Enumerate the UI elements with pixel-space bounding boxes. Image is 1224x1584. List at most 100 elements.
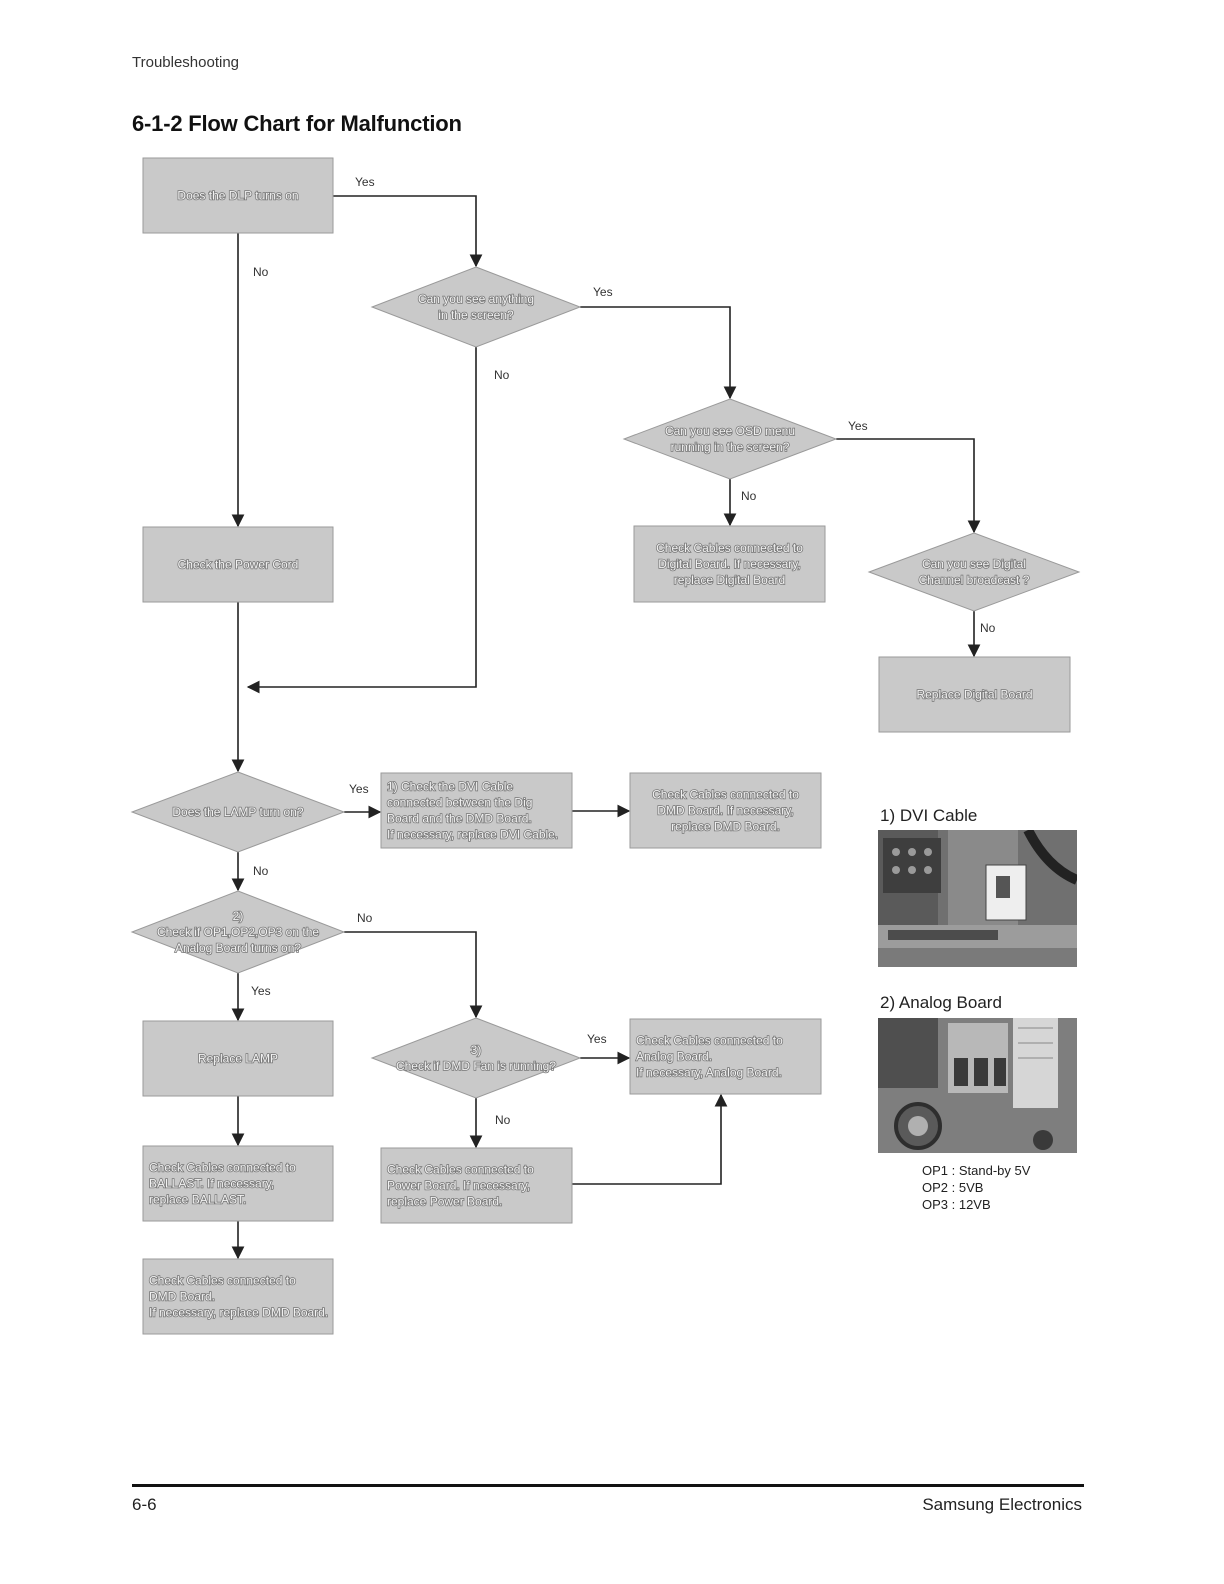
decision-diamond [867, 532, 1081, 612]
conn-osd-yes [836, 438, 981, 534]
node-replace-digital: Replace Digital Board [878, 656, 1071, 733]
node-text-line: Check if OP1,OP2,OP3 on the [157, 925, 319, 939]
decision-diamond [130, 771, 346, 853]
process-box [878, 656, 1071, 733]
edge-label-lamp-yes: Yes [349, 782, 369, 796]
process-box [142, 1145, 334, 1222]
process-box [633, 525, 826, 603]
edge-label-op-no: No [357, 911, 373, 925]
node-text-line: Digital Board. If necessary, [658, 557, 801, 571]
node-text-line: Check Cables connected to [387, 1163, 534, 1177]
node-check-digital: Check Cables connected to Digital Board. … [633, 525, 826, 603]
conn-see-yes [580, 306, 737, 400]
node-text-line: BALLAST. If necessary, [149, 1177, 274, 1191]
node-text-line: Check Cables connected to [636, 1034, 783, 1048]
node-text-line: connected between the Dig [387, 796, 532, 810]
node-text-line: in the screen? [438, 308, 514, 322]
decision-diamond [622, 398, 838, 480]
node-text-line: Analog Board turns on? [175, 941, 301, 955]
op3-label: OP3 : 12VB [922, 1197, 991, 1212]
node-text-line: Check if DMD Fan is running? [396, 1059, 556, 1073]
op-voltage-list: OP1 : Stand-by 5V OP2 : 5VB OP3 : 12VB [922, 1162, 1030, 1213]
op1-label: OP1 : Stand-by 5V [922, 1163, 1031, 1178]
node-text-line: Replace LAMP [198, 1052, 278, 1066]
node-text-line: Power Board. If necessary, [387, 1179, 530, 1193]
node-text-line: Does the DLP turns on [177, 189, 298, 203]
node-lamp-on: Does the LAMP turn on? [130, 771, 346, 853]
node-text-line: replace Digital Board [674, 573, 785, 587]
node-dmd-check-1: Check Cables connected to DMD Board. If n… [629, 772, 822, 849]
node-text-line: Check Cables connected to [656, 541, 803, 555]
dvi-cable-photo [878, 830, 1077, 967]
decision-diamond [130, 890, 346, 974]
running-head: Troubleshooting [132, 54, 240, 71]
edge-label-dlp-no: No [253, 265, 269, 279]
analog-board-photo [878, 1018, 1077, 1153]
node-power-cord: Check the Power Cord [142, 526, 334, 603]
page-number: 6-6 [132, 1495, 157, 1514]
node-text-line: Does the LAMP turn on? [172, 805, 304, 819]
edge-label-see-no: No [494, 368, 510, 382]
node-analog-check: Check Cables connected to Analog Board. If… [629, 1018, 822, 1095]
node-replace-lamp: Replace LAMP [142, 1020, 334, 1097]
node-dlp-on: Does the DLP turns on [142, 157, 334, 234]
conn-powerboard [572, 1093, 728, 1185]
conn-see-no [246, 347, 477, 694]
node-text-line: Check Cables connected to [149, 1274, 296, 1288]
node-dmd-fan: 3) Check if DMD Fan is running? [370, 1017, 582, 1099]
op2-label: OP2 : 5VB [922, 1180, 984, 1195]
node-text-line: 2) [233, 909, 244, 923]
node-text-line: replace DMD Board. [671, 820, 780, 834]
edge-label-lamp-no: No [253, 864, 269, 878]
node-text-line: running in the screen? [671, 440, 790, 454]
node-text-line: Can you see anything [418, 292, 534, 306]
node-text-line: Check Cables connected to [149, 1161, 296, 1175]
node-text-line: Board and the DMD Board. [387, 812, 532, 826]
node-dmd-check-2: Check Cables connected to DMD Board. If ne… [142, 1258, 334, 1335]
edge-label-see-yes: Yes [593, 285, 613, 299]
conn-op-no [344, 931, 483, 1019]
node-text-line: If necessary, replace DVI Cable. [387, 828, 558, 842]
edge-label-osd-no: No [741, 489, 757, 503]
edge-label-digital-no: No [980, 621, 996, 635]
node-power-board-check: Check Cables connected to Power Board. If… [380, 1147, 573, 1224]
edge-label-dlp-yes: Yes [355, 175, 375, 189]
node-text-line: Channel broadcast ? [919, 573, 1030, 587]
process-box [380, 1147, 573, 1224]
node-see-anything: Can you see anything in the screen? [370, 266, 582, 348]
analog-board-caption: 2) Analog Board [880, 993, 1002, 1012]
node-ballast-check: Check Cables connected to BALLAST. If nec… [142, 1145, 334, 1222]
node-text-line: Replace Digital Board [916, 688, 1032, 702]
process-box [380, 772, 573, 849]
node-text-line: replace BALLAST. [149, 1193, 246, 1207]
node-text-line: If necessary, replace DMD Board. [149, 1306, 328, 1320]
process-box [142, 1258, 334, 1335]
process-box [142, 526, 334, 603]
node-text-line: 3) [471, 1043, 482, 1057]
node-text-line: Analog Board. [636, 1050, 712, 1064]
node-text-line: Check the Power Cord [178, 558, 299, 572]
node-text-line: DMD Board. If necessary, [657, 804, 794, 818]
section-title: 6-1-2 Flow Chart for Malfunction [132, 111, 462, 136]
node-text-line: DMD Board. [149, 1290, 215, 1304]
node-text-line: replace Power Board. [387, 1195, 502, 1209]
edge-label-osd-yes: Yes [848, 419, 868, 433]
process-box [142, 1020, 334, 1097]
process-box [142, 157, 334, 234]
conn-dlp-yes [333, 195, 483, 268]
node-text-line: If necessary, Analog Board. [636, 1066, 782, 1080]
process-box [629, 1018, 822, 1095]
decision-diamond [370, 1017, 582, 1099]
node-text-line: Check Cables connected to [652, 788, 799, 802]
edge-label-fan-yes: Yes [587, 1032, 607, 1046]
node-text-line: 1) Check the DVI Cable [387, 780, 513, 794]
decision-diamond [370, 266, 582, 348]
footer-rule [132, 1484, 1084, 1487]
process-box [629, 772, 822, 849]
edge-label-fan-no: No [495, 1113, 511, 1127]
node-text-line: Can you see Digital [922, 557, 1026, 571]
